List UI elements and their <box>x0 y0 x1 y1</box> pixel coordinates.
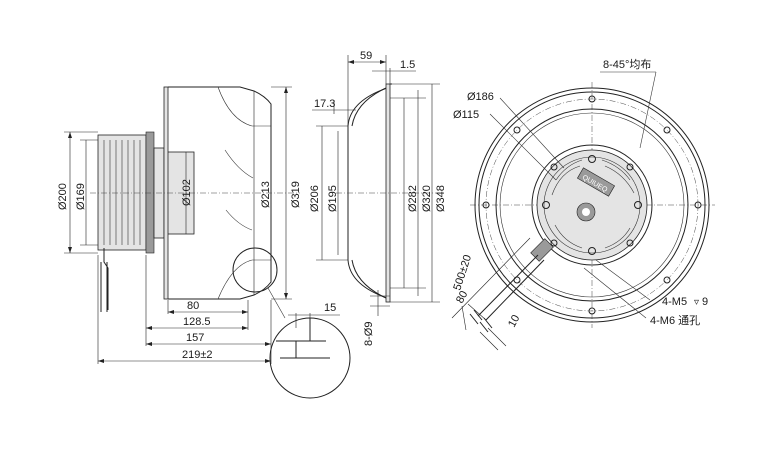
leader-pattern <box>639 71 657 149</box>
dim-holes-label: 8-Ø9 <box>363 322 375 346</box>
m5-depth-symbol: ▿ <box>694 297 699 308</box>
side-view: Ø200 Ø169 Ø102 Ø213 Ø319 8 <box>57 86 351 399</box>
dim-80-label: 80 <box>187 300 199 312</box>
motor-fins <box>103 140 141 245</box>
dim-186-label: Ø186 <box>467 91 494 103</box>
detail-marker-circle <box>232 247 278 293</box>
cable-length-dim <box>451 237 531 331</box>
dim-157-label: 157 <box>186 332 204 344</box>
dim-128-5-label: 128.5 <box>183 316 211 328</box>
leader-186 <box>499 97 565 169</box>
strip-10-label: 10 <box>506 313 522 329</box>
dim-206 <box>316 125 348 261</box>
ring-view: 59 1.5 17.3 Ø206 Ø195 Ø282 Ø320 Ø34 <box>309 50 447 346</box>
dim-59-label: 59 <box>360 50 372 62</box>
dim-169-label: Ø169 <box>75 183 87 210</box>
outer-flange-circle <box>474 87 710 323</box>
strip-80-dim <box>467 303 487 321</box>
leader-115 <box>489 113 557 181</box>
dim-169 <box>80 139 98 246</box>
strip-80-label: 80 <box>454 289 470 305</box>
strip-10-dim <box>479 327 507 351</box>
dim-1-5-label: 1.5 <box>400 59 415 71</box>
cable-gland <box>530 238 554 262</box>
dim-282-label: Ø282 <box>407 185 419 212</box>
dim-320-label: Ø320 <box>421 185 433 212</box>
m5-depth-label: 9 <box>702 296 708 308</box>
dim-115-label: Ø115 <box>453 109 479 121</box>
m6-label: 4-M6 通孔 <box>650 314 700 327</box>
front-cable <box>477 254 539 317</box>
dim-348-label: Ø348 <box>435 185 447 212</box>
dim-59 <box>348 60 386 64</box>
dim-holes <box>370 290 390 316</box>
m6-holes <box>550 163 634 247</box>
bolt-circle <box>485 98 699 312</box>
dim-200 <box>64 131 98 254</box>
motor-flange <box>145 131 155 254</box>
cable-length-label: 500±20 <box>451 253 474 292</box>
dim-219-label: 219±2 <box>182 349 213 361</box>
m5-holes <box>542 155 642 255</box>
dim-213-label: Ø213 <box>260 181 272 208</box>
dim-157 <box>146 342 271 346</box>
front-view: QUIUEQ <box>451 58 715 351</box>
dim-200-label: Ø200 <box>57 183 69 210</box>
dim-219 <box>98 359 271 363</box>
dim-102-label: Ø102 <box>181 179 193 206</box>
leader-m5 <box>595 259 651 301</box>
dim-206-label: Ø206 <box>309 185 321 212</box>
inlet-circle <box>495 108 689 302</box>
dim-17-3 <box>312 100 356 114</box>
leader-m6 <box>583 267 647 319</box>
m5-label: 4-M5 <box>662 296 687 308</box>
motor-outer-circle <box>531 144 653 266</box>
dim-128-5 <box>146 326 248 330</box>
motor-cooling-fins <box>551 159 635 249</box>
pattern-label: 8-45°均布 <box>603 58 651 71</box>
bolt-holes <box>482 95 702 315</box>
dim-80 <box>168 310 248 314</box>
motor-badge-plate <box>577 167 615 197</box>
dim-195-label: Ø195 <box>327 185 339 212</box>
dim-17-3-label: 17.3 <box>314 98 335 110</box>
dim-319-label: Ø319 <box>290 181 302 208</box>
detail-15-label: 15 <box>324 302 336 314</box>
detail-content <box>276 313 340 359</box>
cable <box>103 248 109 310</box>
